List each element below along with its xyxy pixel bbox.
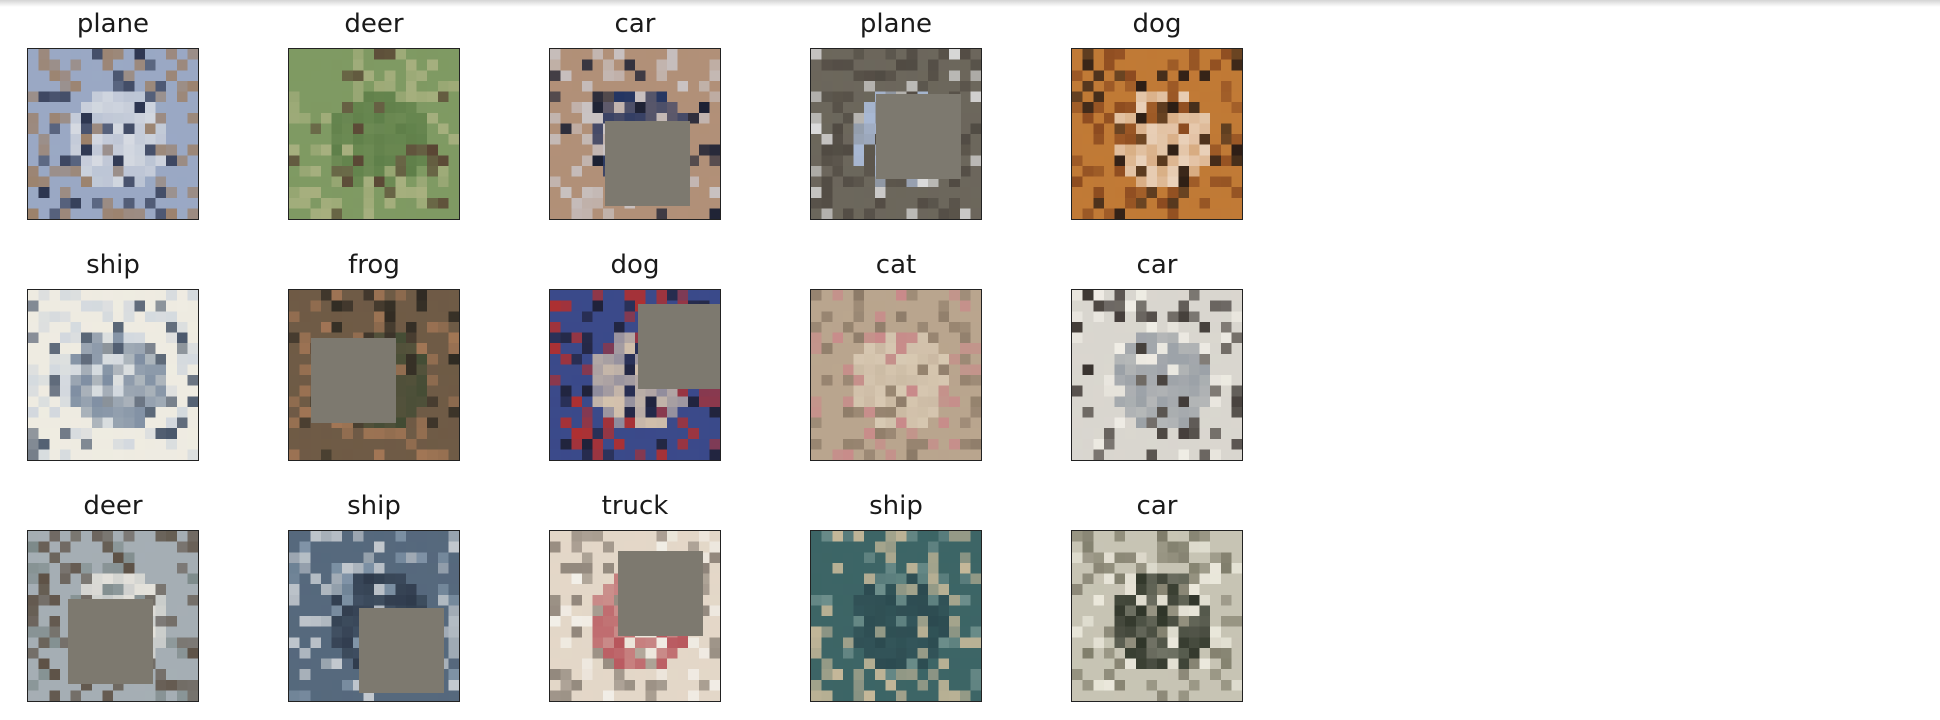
thumbnail-pixels xyxy=(1072,290,1242,460)
image-label: dog xyxy=(610,250,660,280)
thumbnail-pixels xyxy=(1072,531,1242,701)
thumbnail-pixels xyxy=(28,290,198,460)
image-label: dog xyxy=(1132,9,1182,39)
image-thumbnail xyxy=(549,530,721,702)
image-thumbnail xyxy=(1071,289,1243,461)
image-thumbnail xyxy=(27,530,199,702)
thumbnail-pixels xyxy=(289,49,459,219)
image-label: plane xyxy=(76,9,150,39)
thumbnail-pixels xyxy=(811,531,981,701)
erased-patch xyxy=(876,94,961,179)
erased-patch xyxy=(311,338,396,423)
image-thumbnail xyxy=(549,48,721,220)
image-label: deer xyxy=(83,491,143,521)
image-thumbnail xyxy=(288,530,460,702)
image-label: ship xyxy=(347,491,401,521)
image-thumbnail xyxy=(810,48,982,220)
image-label: car xyxy=(614,9,656,39)
image-thumbnail xyxy=(27,48,199,220)
image-label: cat xyxy=(875,250,917,280)
image-thumbnail xyxy=(1071,48,1243,220)
image-label: car xyxy=(1136,250,1178,280)
erased-patch xyxy=(68,599,153,684)
image-thumbnail xyxy=(810,289,982,461)
erased-patch xyxy=(605,121,690,206)
thumbnail-pixels xyxy=(28,49,198,219)
thumbnail-pixels xyxy=(550,49,720,219)
image-label: truck xyxy=(601,491,669,521)
thumbnail-pixels xyxy=(811,290,981,460)
image-label: deer xyxy=(344,9,404,39)
image-label: ship xyxy=(86,250,140,280)
image-label: ship xyxy=(869,491,923,521)
image-thumbnail xyxy=(27,289,199,461)
thumbnail-pixels xyxy=(811,49,981,219)
image-label: car xyxy=(1136,491,1178,521)
image-thumbnail xyxy=(288,289,460,461)
erased-patch xyxy=(638,304,720,389)
image-label: plane xyxy=(859,9,933,39)
image-thumbnail xyxy=(549,289,721,461)
thumbnail-pixels xyxy=(1072,49,1242,219)
image-thumbnail xyxy=(1071,530,1243,702)
window-top-edge xyxy=(0,0,1940,7)
erased-patch xyxy=(359,608,444,693)
image-label: frog xyxy=(348,250,400,280)
image-thumbnail xyxy=(810,530,982,702)
erased-patch xyxy=(618,551,703,636)
image-thumbnail xyxy=(288,48,460,220)
